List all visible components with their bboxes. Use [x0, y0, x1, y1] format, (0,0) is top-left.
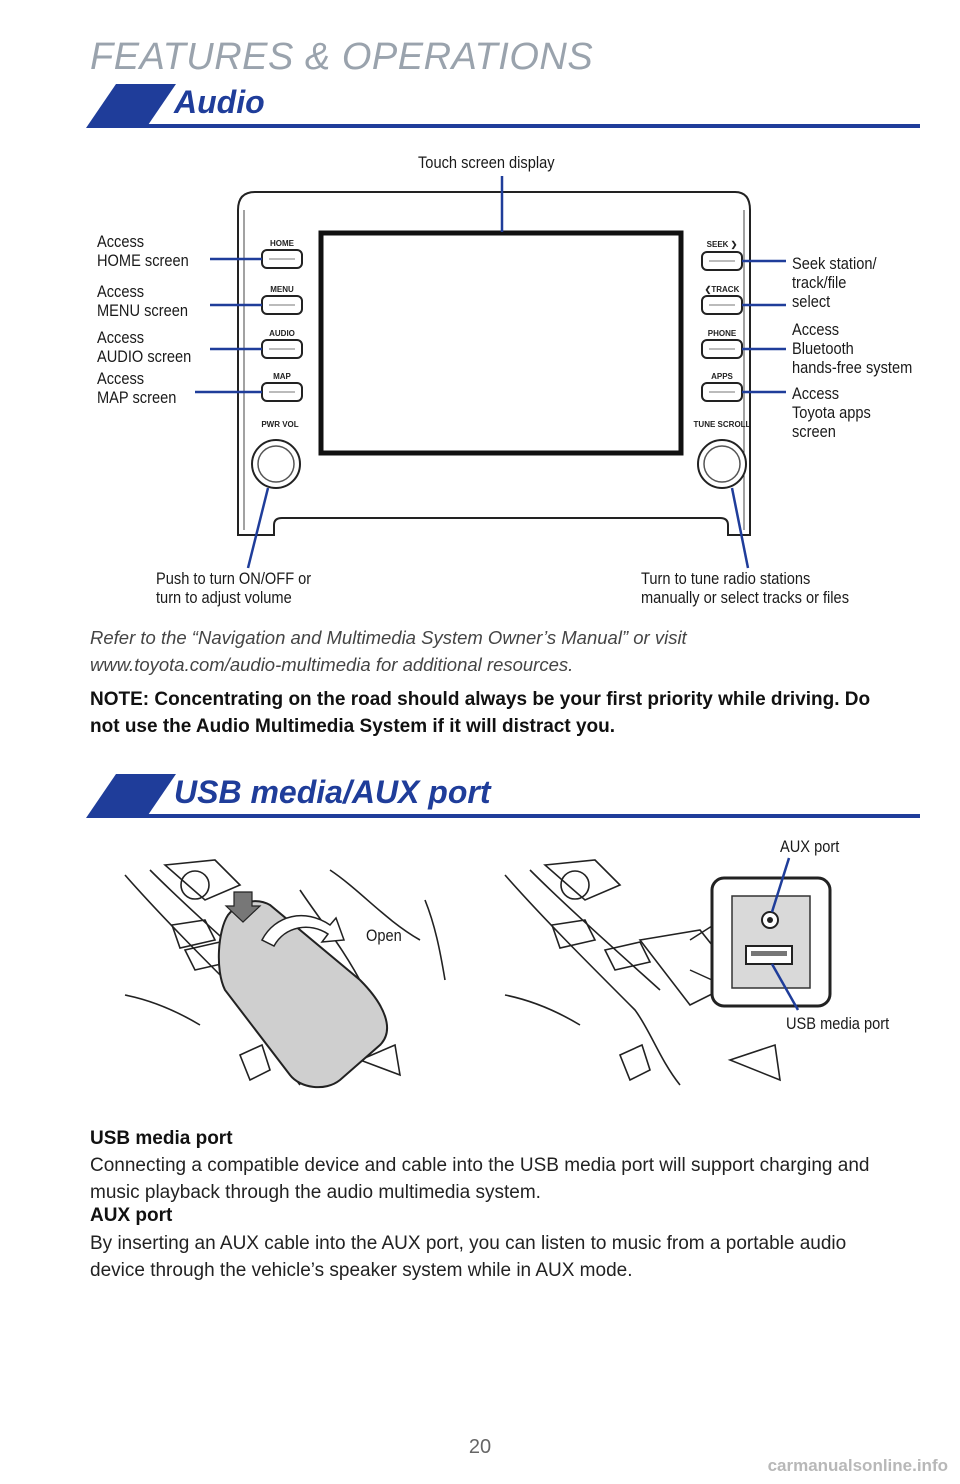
label-open: Open — [366, 926, 402, 945]
callout-power: Push to turn ON/OFF or turn to adjust vo… — [156, 569, 312, 607]
usb-description: Connecting a compatible device and cable… — [90, 1155, 870, 1203]
power-volume-knob — [251, 439, 301, 489]
audio-label: AUDIO — [269, 329, 295, 338]
tune-scroll-label: TUNE SCROLL — [694, 420, 751, 429]
phone-label: PHONE — [708, 329, 737, 338]
callout-touch-screen: Touch screen display — [418, 153, 555, 172]
home-label: HOME — [270, 239, 295, 248]
callout-map: Access MAP screen — [97, 369, 177, 407]
armrest-lid — [217, 900, 389, 1089]
usb-heading: USB media port — [90, 1128, 233, 1149]
callout-audio: Access AUDIO screen — [97, 328, 192, 366]
audio-section-bar: Audio — [86, 84, 920, 134]
aux-description: By inserting an AUX cable into the AUX p… — [90, 1233, 847, 1281]
audio-section-title: Audio — [174, 84, 265, 120]
section-rule — [146, 124, 920, 128]
reference-text: Refer to the “Navigation and Multimedia … — [90, 627, 687, 675]
page-header: FEATURES & OPERATIONS — [90, 36, 594, 78]
usb-section-title: USB media/AUX port — [174, 774, 491, 810]
menu-label: MENU — [270, 285, 294, 294]
aux-heading: AUX port — [90, 1205, 173, 1226]
track-label: ❮TRACK — [705, 285, 740, 295]
callout-menu: Access MENU screen — [97, 282, 188, 320]
map-label: MAP — [273, 372, 291, 381]
callout-seek: Seek station/ track/file select — [792, 254, 877, 311]
watermark: carmanualsonline.info — [767, 1456, 948, 1475]
usb-section-bar: USB media/AUX port — [86, 774, 920, 824]
section-rule — [146, 814, 920, 818]
callout-tune: Turn to tune radio stations manually or … — [641, 569, 850, 607]
head-unit-bezel — [237, 191, 751, 536]
section-slant — [86, 774, 176, 818]
touch-screen — [318, 230, 684, 456]
apps-label: APPS — [711, 372, 733, 381]
callout-home: Access HOME screen — [97, 232, 189, 270]
callout-lines — [195, 176, 786, 569]
callout-apps: Access Toyota apps screen — [792, 384, 871, 441]
label-usb-port: USB media port — [786, 1014, 890, 1033]
down-arrow-icon — [224, 891, 262, 923]
label-aux-port: AUX port — [780, 837, 840, 856]
page-number: 20 — [468, 1436, 492, 1458]
console-illustrations — [124, 857, 832, 1089]
safety-note: NOTE: Concentrating on the road should a… — [90, 689, 871, 737]
pwr-vol-label: PWR VOL — [261, 420, 298, 429]
callout-phone: Access Bluetooth hands-free system — [792, 320, 913, 377]
open-arrow-icon — [260, 914, 346, 947]
port-panel — [731, 895, 811, 989]
head-unit-diagram: HOME MENU AUDIO MAP PWR VOL SEEK ❯ ❮TRAC… — [195, 176, 786, 569]
tune-scroll-knob — [697, 439, 747, 489]
seek-label: SEEK ❯ — [707, 240, 738, 250]
